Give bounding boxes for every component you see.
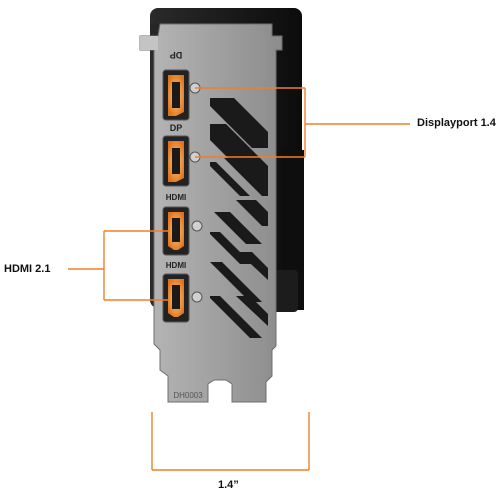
vent-slots bbox=[210, 98, 268, 338]
displayport-label: Displayport 1.4 bbox=[417, 117, 496, 129]
hdmi-label: HDMI 2.1 bbox=[4, 263, 51, 275]
hdmi-callout-lines bbox=[68, 230, 170, 301]
displayport-callout-lines bbox=[195, 87, 410, 158]
displayport-2 bbox=[162, 135, 190, 187]
marking-serial: DH0003 bbox=[173, 391, 203, 400]
marking-hdmi-top: HDMI bbox=[166, 193, 186, 202]
screw-icon bbox=[189, 82, 203, 303]
displayport-1 bbox=[162, 69, 190, 121]
bracket-width-label: 1.4” bbox=[218, 479, 239, 491]
marking-dp-top: DP bbox=[170, 50, 183, 60]
width-dimension-lines bbox=[151, 412, 310, 471]
marking-hdmi-bottom: HDMI bbox=[166, 261, 186, 270]
marking-dp-bottom: DP bbox=[170, 123, 183, 133]
hdmi-port-2 bbox=[162, 273, 190, 323]
